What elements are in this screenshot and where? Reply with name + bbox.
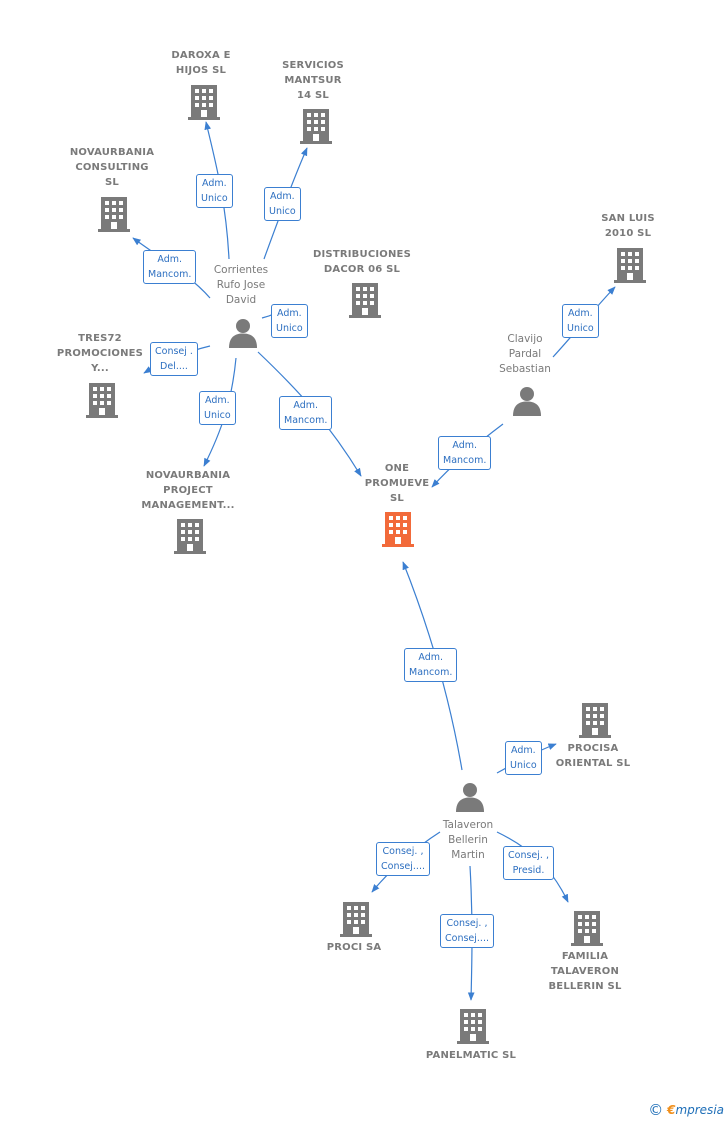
- one-promueve-building-icon[interactable]: [382, 512, 414, 547]
- node-label-distribuciones[interactable]: DISTRIBUCIONES DACOR 06 SL: [313, 249, 411, 275]
- node-label-proci[interactable]: PROCI SA: [326, 942, 382, 953]
- edge-label-corrientes-novaurbania-pm[interactable]: Adm. Unico: [199, 391, 236, 425]
- brand-name: mpresia: [675, 1103, 724, 1117]
- node-label-clavijo[interactable]: Clavijo Pardal Sebastian: [499, 333, 551, 375]
- node-label-corrientes[interactable]: Corrientes Rufo Jose David: [213, 264, 269, 306]
- clavijo-person-icon[interactable]: [513, 387, 541, 416]
- node-label-mantsur[interactable]: SERVICIOS MANTSUR 14 SL: [282, 60, 344, 101]
- node-label-novaurbania-consulting[interactable]: NOVAURBANIA CONSULTING SL: [69, 147, 155, 188]
- node-label-novaurbania-pm[interactable]: NOVAURBANIA PROJECT MANAGEMENT...: [141, 470, 235, 511]
- copyright-icon: ©: [648, 1101, 664, 1119]
- novaurbania-consulting-building-icon[interactable]: [98, 197, 130, 232]
- distribuciones-building-icon[interactable]: [349, 283, 381, 318]
- footer-brand: © €mpresia: [648, 1101, 724, 1119]
- node-label-talaveron[interactable]: Talaveron Bellerin Martin: [442, 819, 494, 861]
- edge-label-talaveron-one[interactable]: Adm. Mancom.: [404, 648, 458, 682]
- node-label-one-promueve[interactable]: ONE PROMUEVE SL: [364, 463, 430, 504]
- procisa-building-icon[interactable]: [579, 703, 611, 738]
- talaveron-person-icon[interactable]: [456, 783, 484, 812]
- edge-label-corrientes-distribuciones[interactable]: Adm. Unico: [271, 304, 308, 338]
- panelmatic-building-icon[interactable]: [457, 1009, 489, 1044]
- edge-label-talaveron-panelmatic[interactable]: Consej. , Consej....: [440, 914, 494, 948]
- tres72-building-icon[interactable]: [86, 383, 118, 418]
- edge-label-corrientes-mantsur[interactable]: Adm. Unico: [264, 187, 301, 221]
- node-label-procisa[interactable]: PROCISA ORIENTAL SL: [555, 743, 631, 769]
- edge-label-clavijo-one[interactable]: Adm. Mancom.: [438, 436, 492, 470]
- node-label-daroxa[interactable]: DAROXA E HIJOS SL: [171, 50, 231, 76]
- corrientes-person-icon[interactable]: [229, 319, 257, 348]
- edge-label-corrientes-daroxa[interactable]: Adm. Unico: [196, 174, 233, 208]
- edge-label-corrientes-tres72[interactable]: Consej . Del....: [150, 342, 198, 376]
- node-label-tres72[interactable]: TRES72 PROMOCIONES Y...: [56, 333, 144, 374]
- edge-label-clavijo-sanluis[interactable]: Adm. Unico: [562, 304, 599, 338]
- proci-building-icon[interactable]: [340, 902, 372, 937]
- node-label-panelmatic[interactable]: PANELMATIC SL: [425, 1050, 517, 1061]
- daroxa-building-icon[interactable]: [188, 85, 220, 120]
- edge-label-talaveron-procisa[interactable]: Adm. Unico: [505, 741, 542, 775]
- mantsur-building-icon[interactable]: [300, 109, 332, 144]
- sanluis-building-icon[interactable]: [614, 248, 646, 283]
- node-label-familia[interactable]: FAMILIA TALAVERON BELLERIN SL: [548, 951, 622, 992]
- novaurbania-pm-building-icon[interactable]: [174, 519, 206, 554]
- brand-logo-e: €: [667, 1103, 676, 1117]
- edge-label-talaveron-familia[interactable]: Consej. , Presid.: [503, 846, 554, 880]
- edge-label-corrientes-one[interactable]: Adm. Mancom.: [279, 396, 333, 430]
- node-label-sanluis[interactable]: SAN LUIS 2010 SL: [601, 213, 655, 239]
- edge-label-corrientes-novaurbania-consulting[interactable]: Adm. Mancom.: [143, 250, 197, 284]
- edge-label-talaveron-proci[interactable]: Consej. , Consej....: [376, 842, 430, 876]
- familia-building-icon[interactable]: [571, 911, 603, 946]
